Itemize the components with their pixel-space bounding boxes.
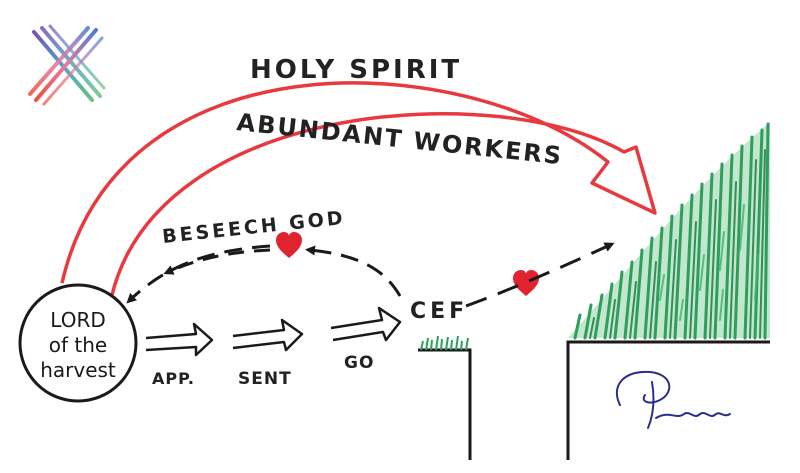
- lord-line-1: LORD: [50, 308, 105, 332]
- sent-arrow: [232, 318, 304, 352]
- small-cliff: [418, 335, 472, 460]
- beseech-god-label: BESEECH GOD: [161, 207, 346, 248]
- go-label: GO: [344, 353, 374, 373]
- lord-line-2: of the: [49, 333, 107, 357]
- heart-icon: [513, 270, 539, 296]
- abundant-workers-arrow: [60, 81, 657, 296]
- harvest-field: [568, 122, 770, 340]
- app-label: APP.: [152, 369, 195, 388]
- cef-to-harvest-arrow: [465, 242, 615, 308]
- heart-icon: [276, 232, 302, 258]
- go-arrow: [330, 306, 402, 342]
- app-arrow: [145, 322, 214, 357]
- sent-label: SENT: [238, 369, 292, 389]
- x-logo-icon: [28, 24, 106, 106]
- prayer-arrow-lower: [126, 244, 271, 304]
- prayer-arrow-upper: [305, 245, 402, 297]
- prayer-arrow-mid: [163, 248, 271, 275]
- big-cliff: [566, 340, 770, 460]
- signature-mark: [615, 370, 731, 429]
- cef-label: CEF: [410, 299, 468, 324]
- lord-of-the-harvest: LORD of the harvest: [18, 283, 138, 403]
- lord-line-3: harvest: [40, 358, 116, 382]
- holy-spirit-label: HOLY SPIRIT: [250, 55, 462, 85]
